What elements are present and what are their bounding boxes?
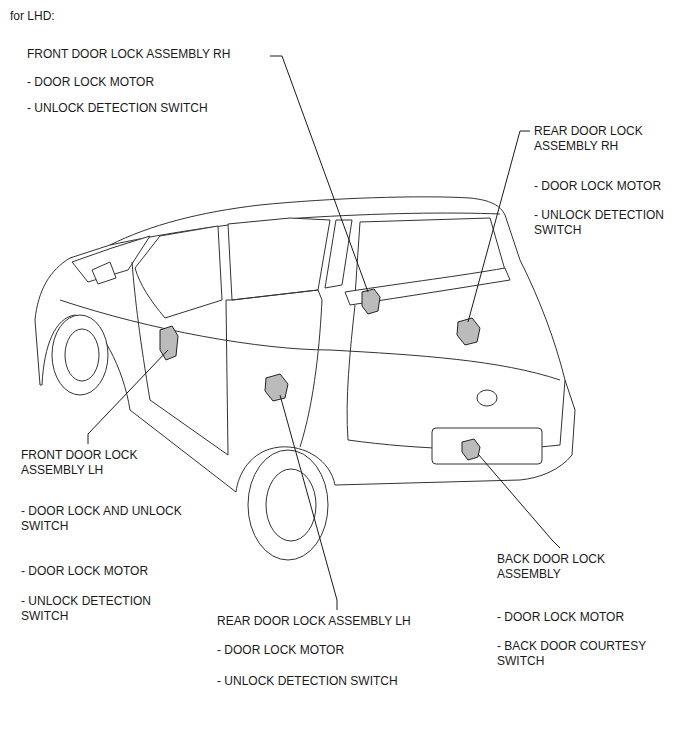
front-wheel-hub (65, 329, 99, 381)
component-item: - UNLOCK DETECTION SWITCH (534, 208, 682, 238)
leader-line (88, 350, 168, 444)
component-item: - DOOR LOCK AND UNLOCK SWITCH (21, 504, 196, 534)
side-mirror (92, 262, 116, 284)
leader-line (280, 395, 337, 610)
component-item: - UNLOCK DETECTION SWITCH (21, 594, 171, 624)
assembly-name: FRONT DOOR LOCK ASSEMBLY RH (27, 47, 267, 62)
assembly-name: FRONT DOOR LOCK ASSEMBLY LH (21, 448, 156, 478)
body-crease (60, 300, 560, 380)
rear-door-outline (226, 290, 322, 447)
car-body (35, 197, 575, 492)
component-item: - UNLOCK DETECTION SWITCH (217, 674, 457, 689)
rear-door-window (228, 218, 330, 300)
component-item: - DOOR LOCK MOTOR (497, 610, 667, 625)
lock-assembly-icon (462, 439, 480, 460)
rear-wheel (248, 450, 328, 560)
lock-assembly-icon (362, 289, 380, 314)
assembly-name: BACK DOOR LOCK ASSEMBLY (497, 552, 627, 582)
emblem (477, 390, 497, 406)
component-item: - DOOR LOCK MOTOR (534, 179, 682, 194)
component-item: - DOOR LOCK MOTOR (217, 643, 457, 658)
assembly-name: REAR DOOR LOCK ASSEMBLY RH (534, 124, 674, 154)
leader-line (468, 131, 530, 322)
rear-wheel-hub (266, 469, 316, 541)
leader-line (478, 454, 560, 548)
component-item: - UNLOCK DETECTION SWITCH (27, 101, 267, 116)
front-wheel (52, 315, 108, 395)
diagram-title: for LHD: (10, 9, 55, 24)
leader-line (270, 56, 368, 292)
component-item: - DOOR LOCK MOTOR (27, 75, 267, 90)
component-item: - DOOR LOCK MOTOR (21, 564, 196, 579)
component-item: - BACK DOOR COURTESY SWITCH (497, 639, 662, 669)
front-door-window (135, 226, 222, 318)
quarter-window (325, 220, 352, 288)
license-plate (432, 428, 542, 464)
lock-assembly-icon (265, 374, 288, 401)
assembly-name: REAR DOOR LOCK ASSEMBLY LH (217, 614, 457, 629)
front-door-outline (132, 262, 228, 455)
